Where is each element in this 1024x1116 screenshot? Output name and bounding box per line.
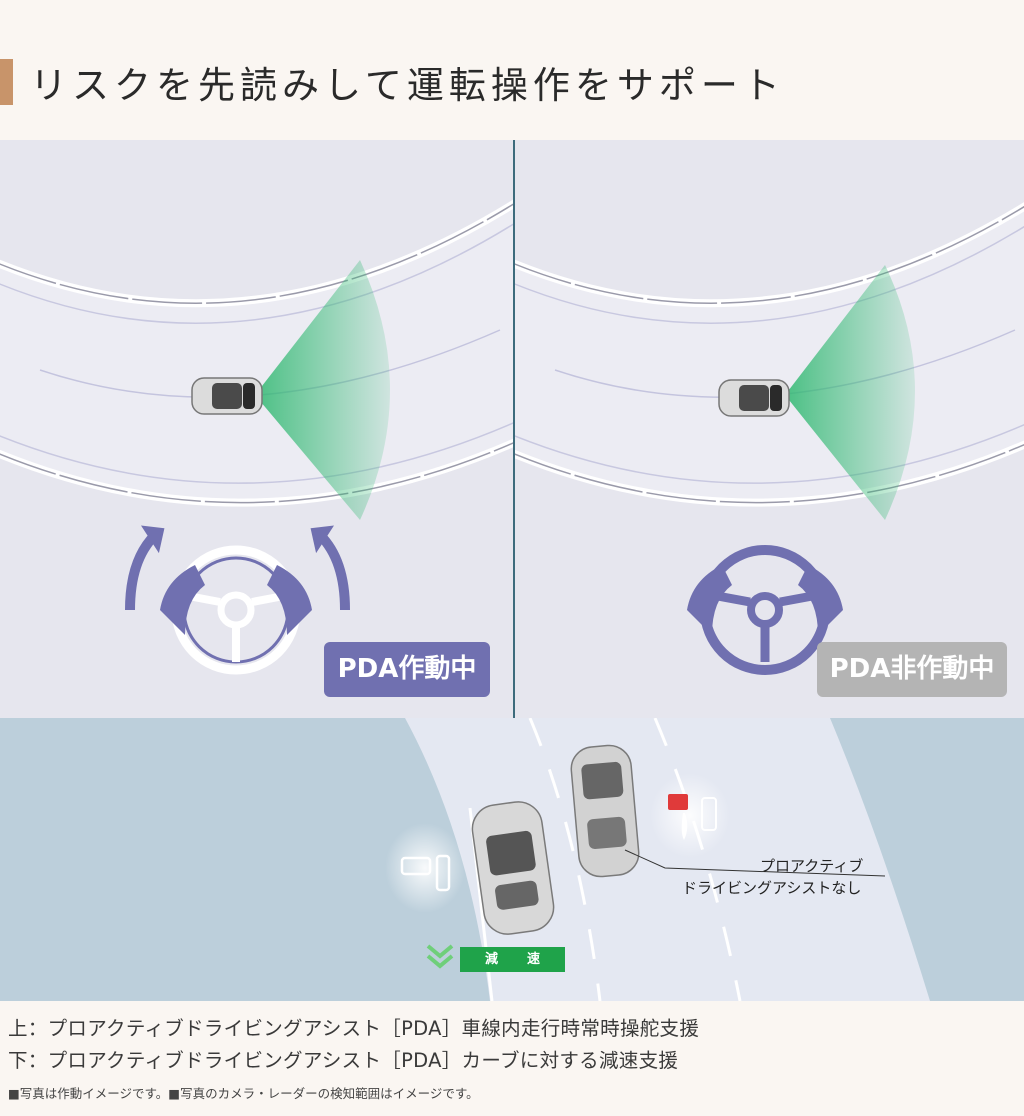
- car-icon: [471, 801, 555, 935]
- panel-divider: [513, 140, 515, 718]
- radar-cone-icon: [255, 260, 390, 520]
- curve-decel-illustration: [385, 718, 930, 1001]
- pda-active-badge: PDA作動中: [324, 642, 490, 697]
- rotate-arrow-icon: [125, 531, 159, 611]
- steering-wheel-icon: [687, 545, 843, 675]
- caption-line-1: 上：プロアクティブドライビングアシスト［PDA］車線内走行時常時操舵支援: [8, 1017, 700, 1040]
- car-icon: [191, 377, 263, 415]
- page-title: リスクを先読みして運転操作をサポート: [30, 64, 785, 107]
- pda-inactive-illustration: [515, 202, 1024, 675]
- title-accent-bar: [0, 59, 13, 105]
- car-icon: [570, 744, 640, 878]
- pda-inactive-panel: PDA非作動中: [515, 140, 1024, 718]
- page-header: リスクを先読みして運転操作をサポート: [0, 0, 1024, 140]
- chevron-down-icon: [426, 944, 454, 969]
- disclaimer-note: ■写真は作動イメージです。■写真のカメラ・レーダーの検知範囲はイメージです。: [8, 1086, 479, 1101]
- caption-line-2: 下：プロアクティブドライビングアシスト［PDA］カーブに対する減速支援: [8, 1049, 679, 1072]
- radar-cone-icon: [785, 265, 915, 520]
- pda-inactive-badge: PDA非作動中: [817, 642, 1007, 697]
- accelerator-pedal-icon: [400, 854, 451, 892]
- steering-wheel-icon: [160, 545, 312, 675]
- decel-label: 減 速: [460, 947, 565, 972]
- curve-decel-panel: プロアクティブ ドライビングアシストなし 減 速: [0, 718, 1024, 1001]
- callout-line-1: プロアクティブ: [760, 857, 864, 875]
- pda-active-panel: PDA作動中: [0, 140, 513, 718]
- callout-line-2: ドライビングアシストなし: [682, 879, 862, 897]
- pda-active-illustration: [0, 199, 513, 675]
- car-icon: [718, 379, 790, 417]
- brake-pedal-icon: [668, 794, 717, 840]
